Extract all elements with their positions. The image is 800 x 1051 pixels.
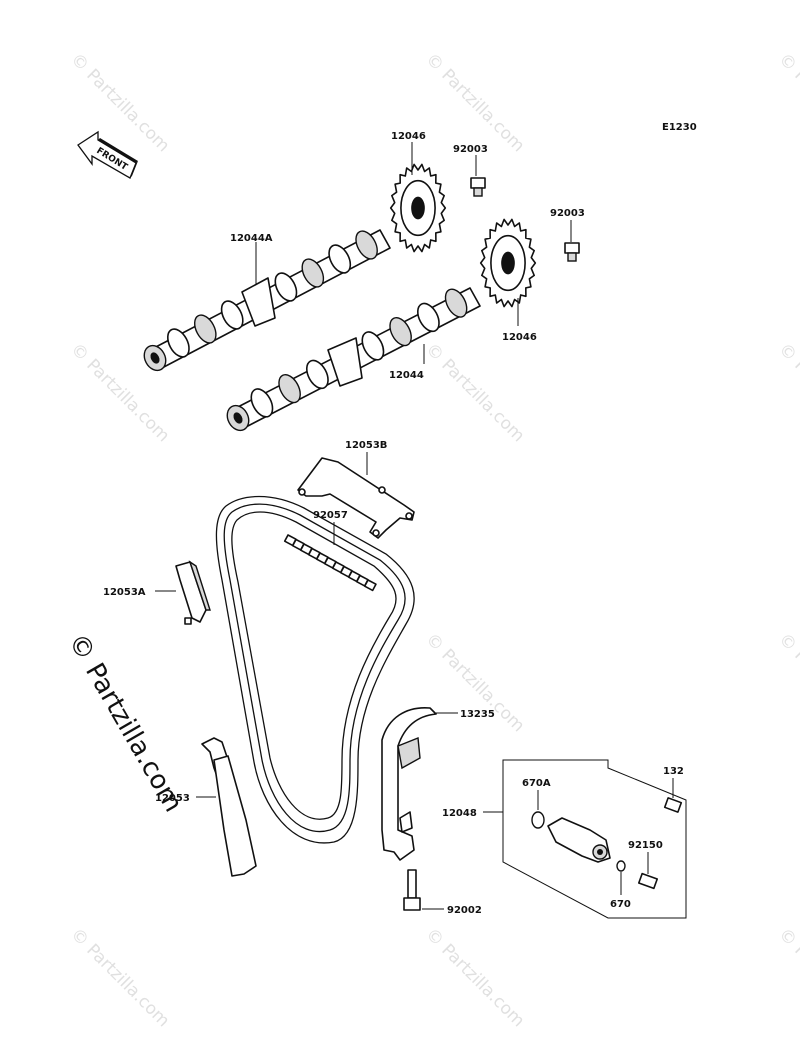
label-132: 132 bbox=[663, 766, 684, 777]
chain-guide-top bbox=[297, 457, 415, 539]
tensioner-assembly-box bbox=[502, 759, 687, 919]
chain-guide-small bbox=[175, 560, 211, 625]
watermark: © Partzilla.com bbox=[66, 49, 173, 156]
label-670A: 670A bbox=[522, 778, 551, 789]
watermark: © Partzilla.com bbox=[421, 629, 528, 736]
label-92003-right: 92003 bbox=[550, 208, 585, 219]
label-92150: 92150 bbox=[628, 840, 663, 851]
tensioner-guide bbox=[381, 707, 437, 861]
watermark: © Partzilla.com bbox=[774, 924, 800, 1031]
watermark: © Partzilla.com bbox=[66, 924, 173, 1031]
label-92002: 92002 bbox=[447, 905, 482, 916]
label-670: 670 bbox=[610, 899, 631, 910]
sprocket-top bbox=[389, 163, 447, 253]
watermark: © Partzilla.com bbox=[774, 49, 800, 156]
side-watermark: © Partzilla.com bbox=[62, 629, 188, 818]
label-12048: 12048 bbox=[442, 808, 477, 819]
leader-lines bbox=[155, 142, 674, 910]
front-arrow-icon: FRONT bbox=[77, 130, 138, 179]
label-92003-top: 92003 bbox=[453, 144, 488, 155]
part-labels: 12046 92003 92003 12044A 12046 12044 120… bbox=[103, 131, 684, 916]
bolt-92003-top bbox=[470, 177, 486, 197]
label-12044: 12044 bbox=[389, 370, 424, 381]
chain-guide-left bbox=[201, 737, 257, 877]
bolt-92003-right bbox=[564, 242, 580, 262]
label-12053B: 12053B bbox=[345, 440, 387, 451]
watermark: © Partzilla.com bbox=[774, 339, 800, 446]
diagram-code: E1230 bbox=[662, 122, 697, 133]
camshaft-intake bbox=[143, 229, 391, 372]
cam-chain bbox=[215, 495, 415, 844]
label-92057: 92057 bbox=[313, 510, 348, 521]
watermark: © Partzilla.com bbox=[421, 339, 528, 446]
watermark: © Partzilla.com bbox=[421, 49, 528, 156]
bolt-92002 bbox=[403, 869, 421, 911]
label-12053A: 12053A bbox=[103, 587, 146, 598]
label-12053: 12053 bbox=[155, 793, 190, 804]
watermark: © Partzilla.com bbox=[774, 629, 800, 736]
sprocket-right bbox=[479, 218, 537, 308]
label-12046-right: 12046 bbox=[502, 332, 537, 343]
label-13235: 13235 bbox=[460, 709, 495, 720]
camshaft-exhaust bbox=[226, 287, 481, 432]
watermark: © Partzilla.com bbox=[421, 924, 528, 1031]
label-12044A: 12044A bbox=[230, 233, 273, 244]
label-12046-top: 12046 bbox=[391, 131, 426, 142]
